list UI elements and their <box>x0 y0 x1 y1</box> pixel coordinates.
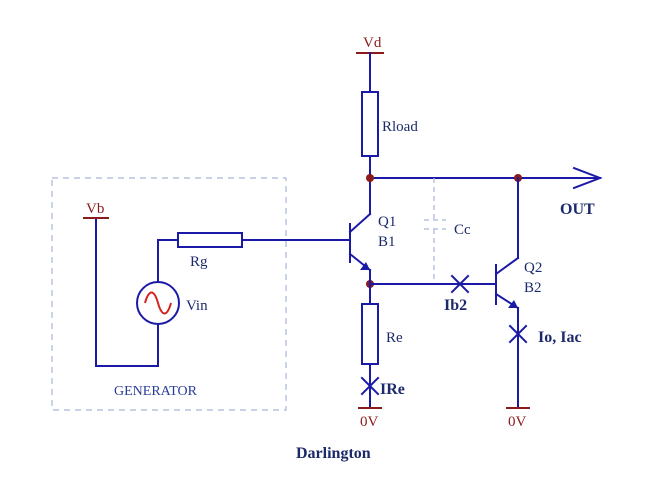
b2-label: B2 <box>524 280 542 296</box>
io-cross-b <box>508 324 528 344</box>
sine-wave-icon <box>144 291 172 315</box>
cc-label: Cc <box>454 222 471 238</box>
re-label: Re <box>386 330 403 346</box>
ib2-cross-b <box>450 274 470 294</box>
re-resistor <box>361 303 379 365</box>
vb-label: Vb <box>86 201 104 217</box>
rg-to-vin-wire <box>157 239 179 283</box>
junction-collector <box>366 174 374 182</box>
rload-resistor <box>361 91 379 157</box>
ire-label: IRe <box>380 381 405 398</box>
q1-label: Q1 <box>378 214 396 230</box>
vd-label: Vd <box>363 35 382 51</box>
out-arrow-icon <box>572 166 603 190</box>
diagram-caption: Darlington <box>296 445 371 462</box>
b1-label: B1 <box>378 234 396 250</box>
ire-cross-b <box>360 376 380 396</box>
q1-emitter-arrow-icon <box>360 262 370 270</box>
rg-resistor <box>177 232 243 248</box>
q2-emitter-arrow-icon <box>508 300 518 308</box>
generator-label: GENERATOR <box>114 384 198 399</box>
out-label: OUT <box>560 201 595 218</box>
ground-left-label: 0V <box>360 414 379 430</box>
q2-collector <box>494 256 520 276</box>
vin-label: Vin <box>186 298 208 314</box>
io-iac-label: Io, Iac <box>538 329 582 346</box>
q2-label: Q2 <box>524 260 542 276</box>
rload-label: Rload <box>382 119 418 135</box>
generator-box <box>51 177 287 411</box>
ground-right-label: 0V <box>508 414 527 430</box>
q1-collector <box>348 212 372 234</box>
ib2-label: Ib2 <box>444 297 467 314</box>
vin-to-vb-wire <box>95 217 159 367</box>
rg-label: Rg <box>190 254 208 270</box>
